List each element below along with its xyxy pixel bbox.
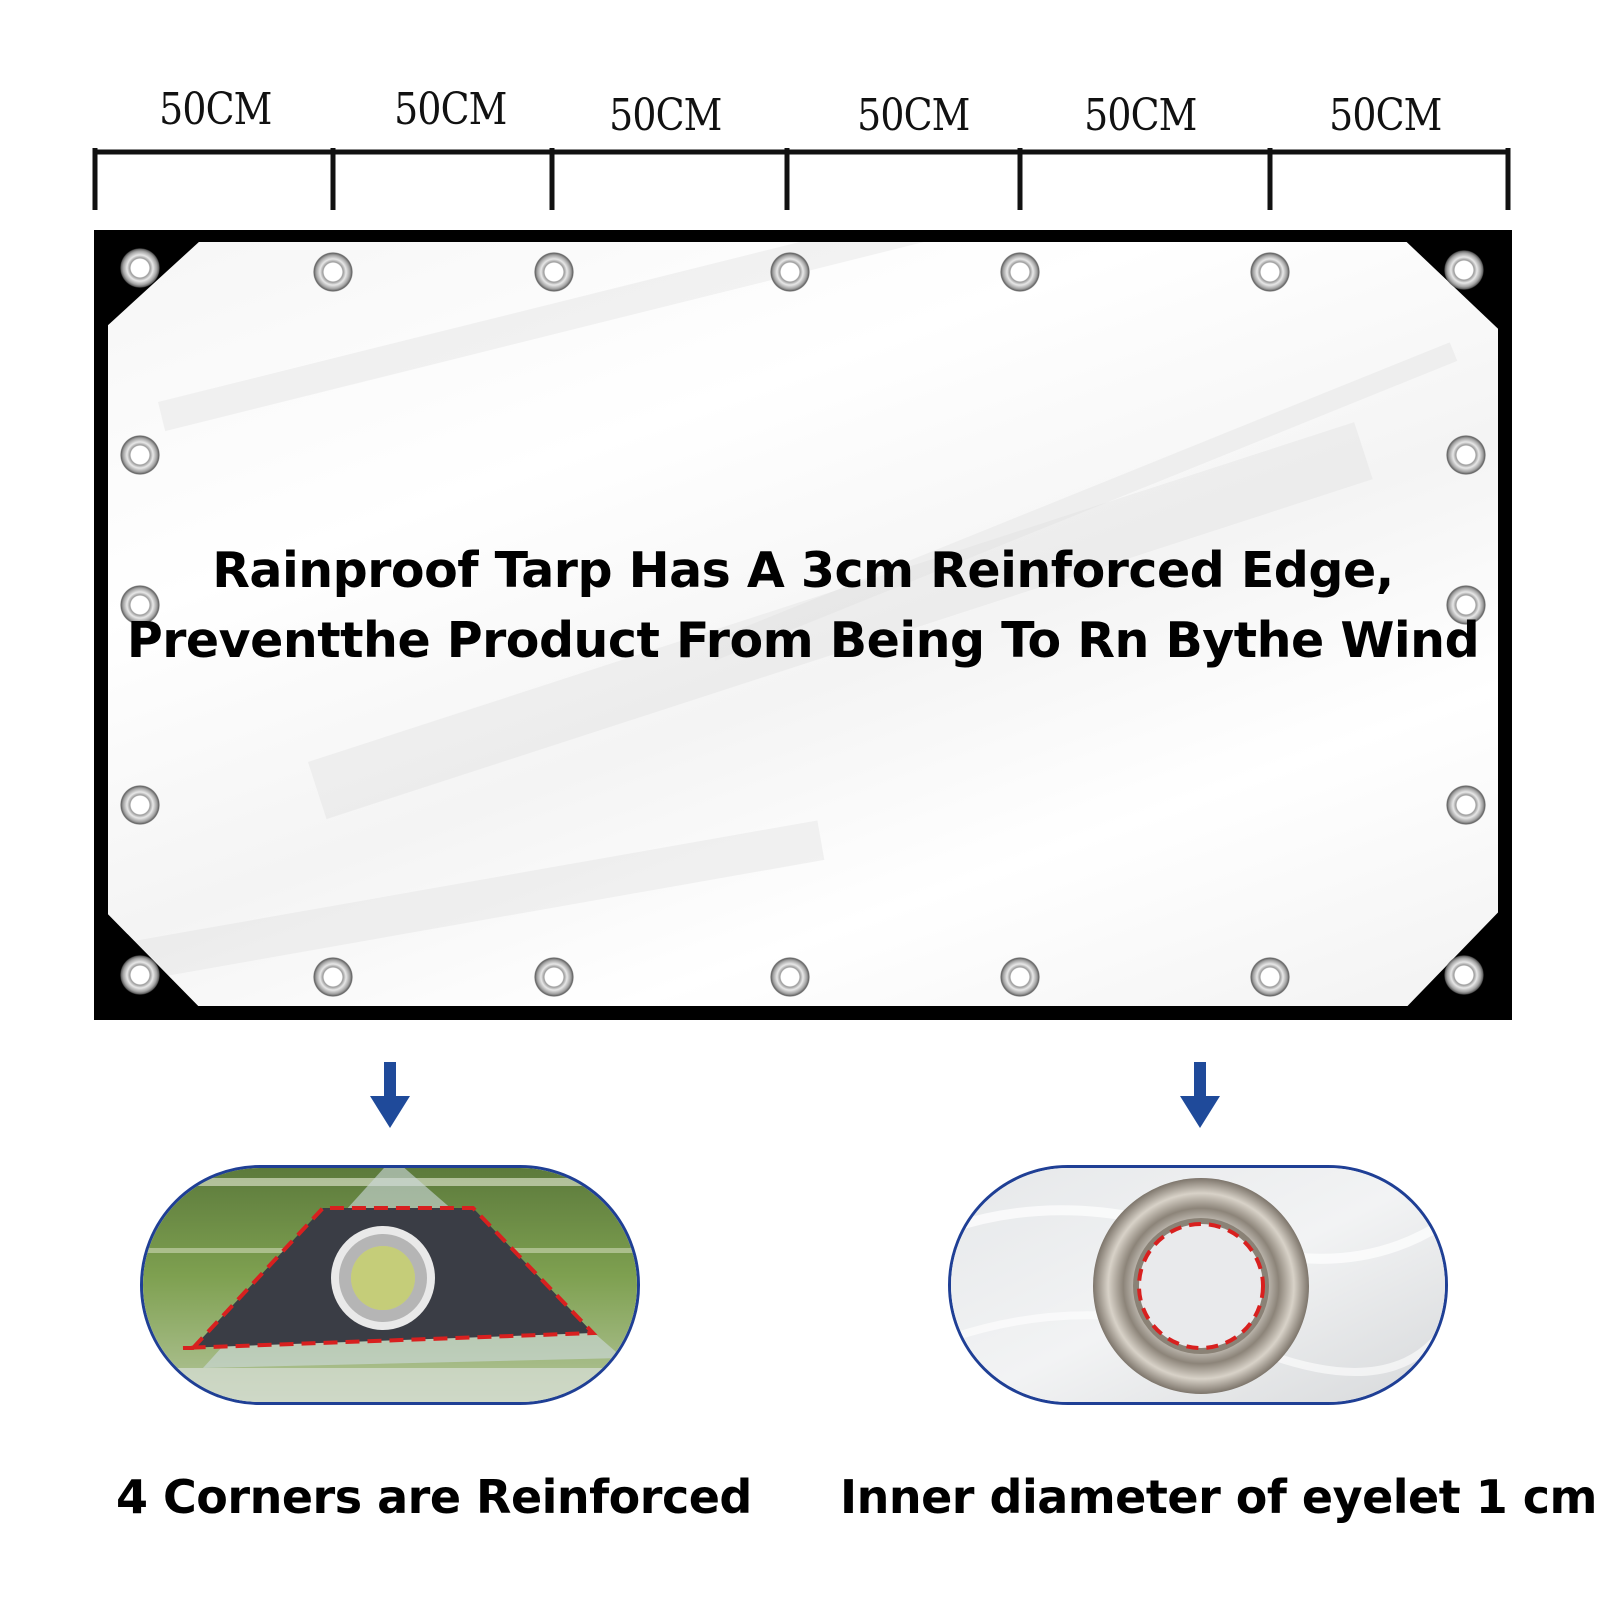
eyelet-detail-image <box>948 1165 1448 1405</box>
down-arrow-icon <box>370 1062 410 1128</box>
down-arrow-icon <box>1180 1062 1220 1128</box>
eyelet-icon <box>120 585 160 625</box>
eyelet-icon <box>1000 957 1040 997</box>
eyelet-caption: Inner diameter of eyelet 1 cm <box>840 1470 1597 1524</box>
corners-caption: 4 Corners are Reinforced <box>116 1470 752 1524</box>
corner-detail-image <box>140 1165 640 1405</box>
eyelet-icon <box>313 957 353 997</box>
eyelet-icon <box>1250 252 1290 292</box>
ruler-label-6: 50CM <box>1329 90 1442 141</box>
clear-tarp-surface <box>108 242 1498 1006</box>
eyelet-icon <box>1250 957 1290 997</box>
eyelet-icon <box>1000 252 1040 292</box>
eyelet-icon <box>534 957 574 997</box>
eyelet-icon <box>1446 435 1486 475</box>
ruler-label-3: 50CM <box>609 90 722 141</box>
eyelet-icon <box>120 435 160 475</box>
dimension-ruler: 50CM 50CM 50CM 50CM 50CM 50CM <box>0 0 1600 230</box>
eyelet-icon <box>313 252 353 292</box>
eyelet-icon <box>1444 250 1484 290</box>
ruler-label-2: 50CM <box>394 84 507 135</box>
eyelet-icon <box>770 252 810 292</box>
tarp-headline-line2: Preventthe Product From Being To Rn Byth… <box>126 612 1480 669</box>
eyelet-icon <box>120 248 160 288</box>
eyelet-icon <box>120 955 160 995</box>
eyelet-icon <box>1444 955 1484 995</box>
ruler-label-1: 50CM <box>159 84 272 135</box>
tarp-headline-line1: Rainproof Tarp Has A 3cm Reinforced Edge… <box>212 542 1394 599</box>
tarp-panel: Rainproof Tarp Has A 3cm Reinforced Edge… <box>94 230 1512 1020</box>
ruler-label-4: 50CM <box>857 90 970 141</box>
eyelet-icon <box>534 252 574 292</box>
eyelet-icon <box>120 785 160 825</box>
ruler-lines <box>92 148 1511 210</box>
ruler-label-5: 50CM <box>1084 90 1197 141</box>
eyelet-icon <box>1446 785 1486 825</box>
eyelet-icon <box>1446 585 1486 625</box>
eyelet-icon <box>770 957 810 997</box>
